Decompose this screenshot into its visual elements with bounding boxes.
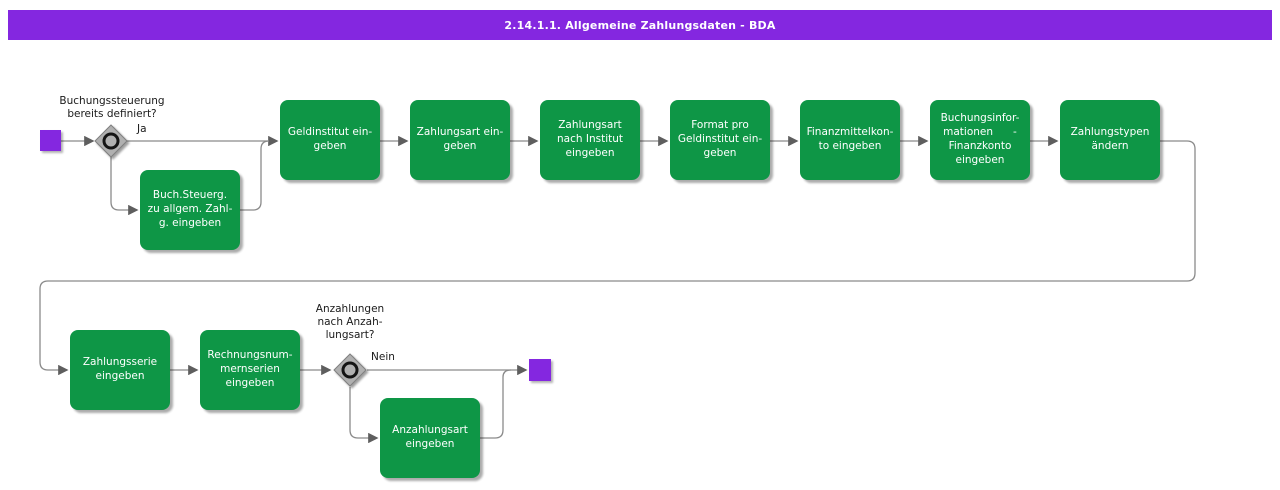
edge-label-ja: Ja (137, 123, 147, 135)
decision-node-anzahlungen (333, 353, 367, 387)
task-rechnungsnummernserien-eingeben[interactable]: Rechnungsnum- mernserien eingeben (200, 330, 300, 410)
edge-decision2-down (349, 387, 379, 444)
end-node[interactable] (529, 359, 551, 381)
task-format-pro-geldinstitut[interactable]: Format pro Geldinstitut ein- geben (670, 100, 770, 180)
edge-decision1-down (110, 157, 139, 216)
decision-question-anzahlungen: Anzahlungen nach Anzah- lungsart? (315, 303, 385, 342)
task-zahlungsserie-eingeben[interactable]: Zahlungsserie eingeben (70, 330, 170, 410)
decision-node-buchungssteuerung (94, 124, 128, 158)
task-geldinstitut-eingeben[interactable]: Geldinstitut ein- geben (280, 100, 380, 180)
task-finanzmittelkonto-eingeben[interactable]: Finanzmittelkon- to eingeben (800, 100, 900, 180)
task-zahlungstypen-aendern[interactable]: Zahlungstypen ändern (1060, 100, 1160, 180)
edge-anzahlungsart-merge (480, 369, 512, 439)
diagram-title: 2.14.1.1. Allgemeine Zahlungsdaten - BDA (504, 18, 776, 32)
diamond-shape (333, 353, 367, 387)
task-zahlungsart-eingeben[interactable]: Zahlungsart ein- geben (410, 100, 510, 180)
task-zahlungsart-nach-institut[interactable]: Zahlungsart nach Institut eingeben (540, 100, 640, 180)
edge-wrap-to-row2 (39, 140, 1196, 376)
edge-label-nein: Nein (371, 351, 395, 363)
task-anzahlungsart-eingeben[interactable]: Anzahlungsart eingeben (380, 398, 480, 478)
diagram-title-bar: 2.14.1.1. Allgemeine Zahlungsdaten - BDA (8, 10, 1272, 40)
edge-buchsteuerg-merge (240, 140, 270, 211)
task-buchsteuerg-zu-allgem-zahlg[interactable]: Buch.Steuerg. zu allgem. Zahl- g. eingeb… (140, 170, 240, 250)
decision-circle-icon (102, 132, 120, 150)
decision-circle-icon (341, 361, 359, 379)
diamond-shape (94, 124, 128, 158)
task-buchungsinformationen-finanzkonto[interactable]: Buchungsinfor- mationen - Finanzkonto ei… (930, 100, 1030, 180)
start-node[interactable] (40, 130, 61, 151)
decision-question-buchungssteuerung: Buchungssteuerung bereits definiert? (59, 95, 165, 121)
